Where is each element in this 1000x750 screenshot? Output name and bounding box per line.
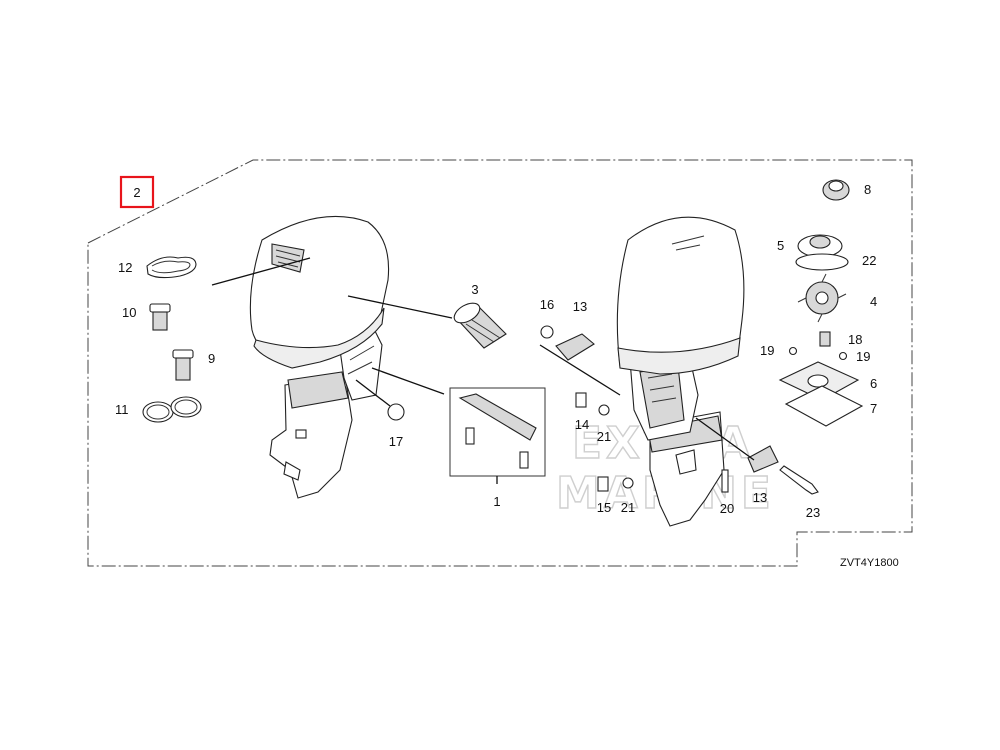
outboard-motor-left <box>249 215 390 499</box>
outboard-motor-right <box>616 216 745 527</box>
callout-4[interactable]: 4 <box>870 294 877 309</box>
part-22-seal[interactable] <box>795 253 849 271</box>
highlight-frame <box>119 175 155 209</box>
callout-13a[interactable]: 13 <box>573 299 587 314</box>
part-18-key[interactable] <box>819 331 831 347</box>
callout-20[interactable]: 20 <box>720 501 734 516</box>
part-15-bolt[interactable] <box>597 476 609 492</box>
callout-12[interactable]: 12 <box>118 260 132 275</box>
part-19-pin[interactable] <box>788 346 798 356</box>
callout-5[interactable]: 5 <box>777 238 784 253</box>
part-10-thermostat[interactable] <box>149 303 171 331</box>
leader-lines <box>211 257 755 484</box>
callout-15[interactable]: 15 <box>597 500 611 515</box>
part-1-anode-plate[interactable] <box>458 393 537 469</box>
part-5-pump-housing[interactable] <box>797 234 843 258</box>
callout-1[interactable]: 1 <box>493 494 500 509</box>
diagram-code: ZVT4Y1800 <box>840 557 899 569</box>
callout-19a[interactable]: 19 <box>760 343 774 358</box>
part-13-anode-b[interactable] <box>747 445 779 473</box>
callout-17[interactable]: 17 <box>389 434 403 449</box>
callout-23[interactable]: 23 <box>806 505 820 520</box>
callout-14[interactable]: 14 <box>575 417 589 432</box>
callout-13b[interactable]: 13 <box>753 490 767 505</box>
callout-16[interactable]: 16 <box>540 297 554 312</box>
part-17-washer[interactable] <box>387 403 405 421</box>
part-21-washer-b[interactable] <box>622 477 634 489</box>
callout-19b[interactable]: 19 <box>856 349 870 364</box>
part-20-pin[interactable] <box>721 469 729 493</box>
callout-3[interactable]: 3 <box>471 282 478 297</box>
callout-6[interactable]: 6 <box>870 376 877 391</box>
part-4-impeller[interactable] <box>797 273 847 323</box>
part-16-nut[interactable] <box>540 325 554 339</box>
callout-18[interactable]: 18 <box>848 332 862 347</box>
part-3-oil-filter[interactable] <box>451 299 507 349</box>
part-21-washer[interactable] <box>598 404 610 416</box>
callout-labels: 1 3 4 5 6 7 8 9 10 11 12 13 13 14 15 16 … <box>115 182 877 520</box>
assembly-boundary <box>87 159 913 567</box>
part-6-plate[interactable] <box>778 361 860 401</box>
part-14-bolt[interactable] <box>575 392 587 408</box>
callout-10[interactable]: 10 <box>122 305 136 320</box>
part-19-pin-b[interactable] <box>838 351 848 361</box>
callout-21a[interactable]: 21 <box>597 429 611 444</box>
part-9-thermostat[interactable] <box>172 349 194 381</box>
group-number-box[interactable]: 2 <box>119 175 155 209</box>
callout-9[interactable]: 9 <box>208 351 215 366</box>
part-23-bolt[interactable] <box>779 465 819 495</box>
part-13-anode[interactable] <box>555 333 595 361</box>
callout-8[interactable]: 8 <box>864 182 871 197</box>
part-11-gaskets[interactable] <box>142 396 202 423</box>
callout-21b[interactable]: 21 <box>621 500 635 515</box>
callout-7[interactable]: 7 <box>870 401 877 416</box>
callout-11[interactable]: 11 <box>115 402 129 417</box>
group-number: 2 <box>133 185 140 200</box>
part-7-gasket[interactable] <box>784 385 864 427</box>
part-8-grommet[interactable] <box>822 179 850 201</box>
callout-22[interactable]: 22 <box>862 253 876 268</box>
